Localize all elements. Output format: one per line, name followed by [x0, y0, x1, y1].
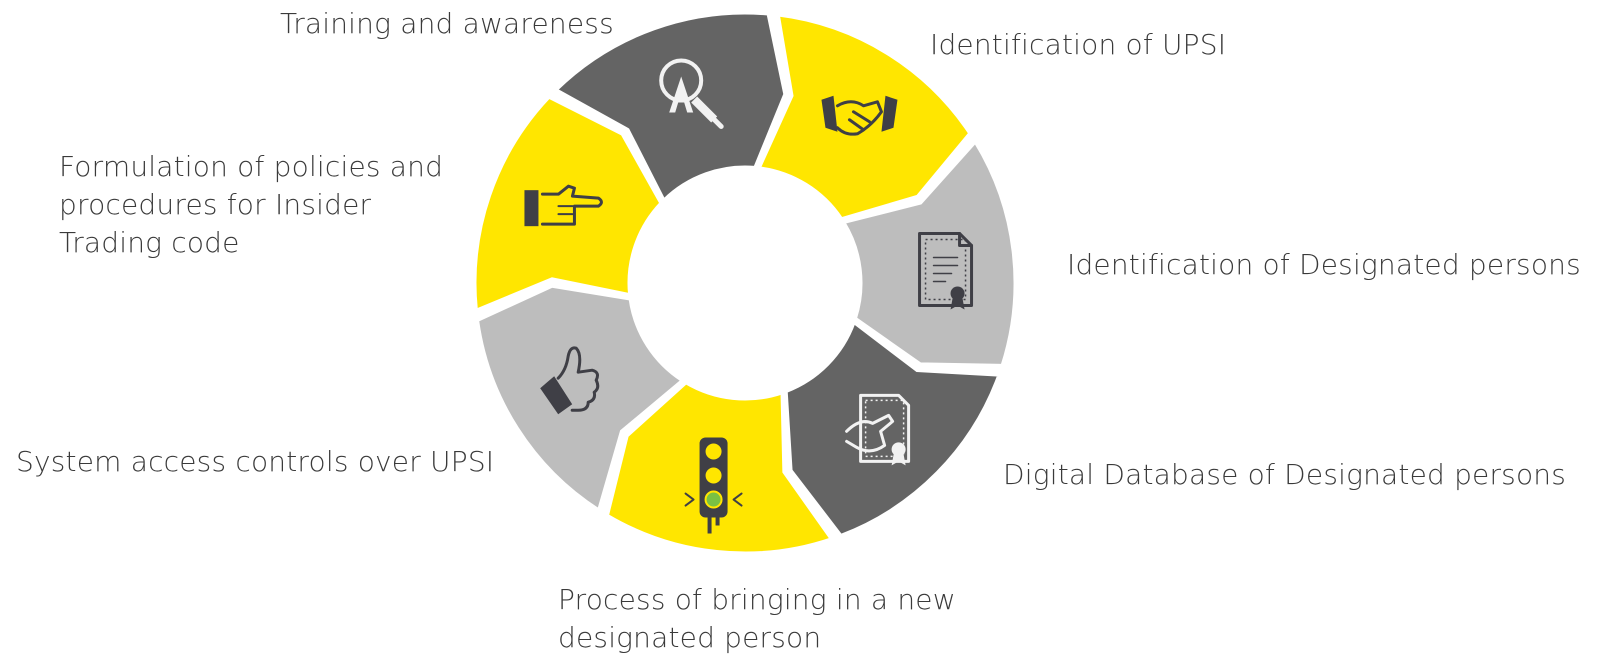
- step-label-new-designated-person: Process of bringing in a new designated …: [558, 581, 956, 657]
- step-label-digital-database: Digital Database of Designated persons: [1003, 456, 1566, 494]
- step-label-training-and-awareness: Training and awareness: [280, 5, 614, 43]
- pointing-hand-icon: [524, 184, 603, 227]
- step-label-line: Training and awareness: [280, 7, 614, 40]
- step-label-identification-of-designated-persons: Identification of Designated persons: [1067, 246, 1581, 284]
- signing-document-icon: [845, 393, 911, 466]
- magnifier-learning-icon: [659, 58, 724, 129]
- step-label-formulation-of-policies: Formulation of policies and procedures f…: [59, 148, 443, 262]
- thumbs-up-icon: [540, 346, 600, 415]
- cycle-segment: [473, 95, 663, 313]
- handshake-icon: [821, 95, 898, 136]
- cycle-segments: [473, 11, 1017, 555]
- step-label-system-access-controls: System access controls over UPSI: [16, 443, 494, 481]
- cycle-segment: [553, 11, 787, 203]
- step-label-line: Formulation of policies and: [59, 150, 444, 183]
- cycle-segment: [784, 320, 1001, 538]
- step-label-identification-of-upsi: Identification of UPSI: [930, 26, 1226, 64]
- cycle-segment: [757, 13, 972, 221]
- certificate-document-icon: [918, 231, 974, 310]
- step-label-line: designated person: [558, 621, 822, 654]
- step-label-line: Digital Database of Designated persons: [1003, 458, 1567, 491]
- cycle-segment: [841, 139, 1017, 367]
- cycle-icons: [524, 58, 974, 534]
- step-label-line: procedures for Insider: [59, 188, 372, 221]
- traffic-light-icon: [684, 437, 743, 534]
- step-label-line: Trading code: [59, 226, 240, 259]
- step-label-line: Identification of UPSI: [930, 28, 1227, 61]
- cycle-segment: [475, 284, 685, 513]
- step-label-line: Identification of Designated persons: [1067, 248, 1581, 281]
- step-label-line: Process of bringing in a new: [558, 583, 956, 616]
- step-label-line: System access controls over UPSI: [16, 445, 495, 478]
